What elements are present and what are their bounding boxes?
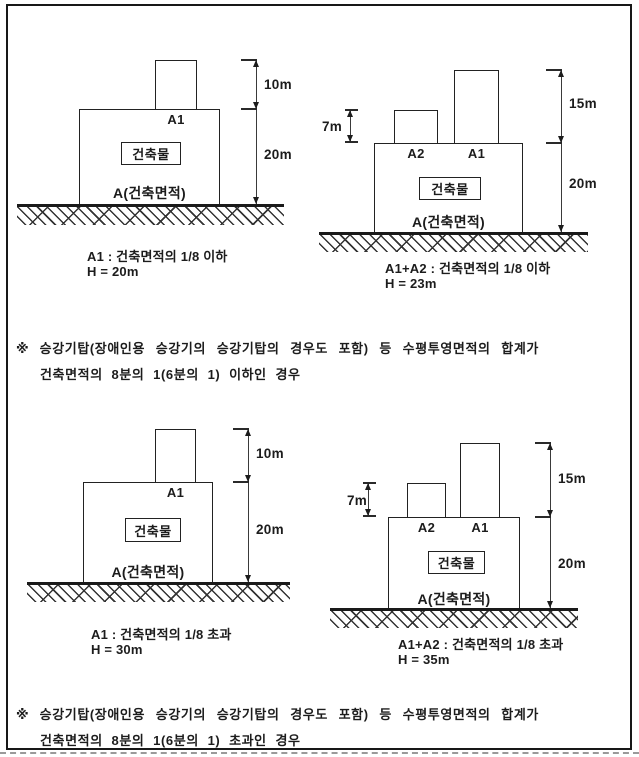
dim-arrow-down <box>347 135 353 142</box>
caption-height-line: H = 23m <box>385 276 437 291</box>
figure-frame <box>6 4 632 750</box>
caption-height-line: H = 20m <box>87 264 139 279</box>
dim-label-7m: 7m <box>347 493 368 508</box>
dim-label-tower: 10m <box>264 77 292 92</box>
dim-label-building: 20m <box>569 176 597 191</box>
dim-label-tower: 15m <box>569 96 597 111</box>
dim-arrow-up <box>365 483 371 490</box>
reference-mark: ※ <box>16 707 29 722</box>
dim-tick <box>241 59 257 61</box>
dim-arrow-up <box>245 429 251 436</box>
dim-arrow-down <box>547 601 553 608</box>
page-bottom-dashed-edge <box>0 752 639 754</box>
caption-block: A1 : 건축면적의 1/8 초과 H = 30m <box>91 627 232 657</box>
caption-rule-line: A1+A2 : 건축면적의 1/8 이하 <box>385 261 551 276</box>
dim-arrow-up <box>253 60 259 67</box>
building-name-box: 건축물 <box>121 142 181 165</box>
dim-tick <box>345 109 358 111</box>
rooftop-area-label-a2: A2 <box>407 146 425 161</box>
note-lower-line1: ※ 승강기탑(장애인용 승강기의 승강기탑의 경우도 포함) 등 수평투영면적의 … <box>16 702 628 728</box>
caption-rule-line: A1 : 건축면적의 1/8 이하 <box>87 249 228 264</box>
dim-label-building: 20m <box>256 522 284 537</box>
dim-label-tower: 10m <box>256 446 284 461</box>
rooftop-area-label-a1: A1 <box>467 146 486 161</box>
dim-tick <box>546 69 562 71</box>
rooftop-tower-a1 <box>454 70 499 144</box>
dim-tick <box>535 442 551 444</box>
dim-tick <box>241 108 257 110</box>
ground-hatch <box>319 232 588 252</box>
dim-arrow-down <box>245 575 251 582</box>
caption-rule-line: A1+A2 : 건축면적의 1/8 초과 <box>398 637 564 652</box>
note-text: 승강기탑(장애인용 승강기의 승강기탑의 경우도 포함) 등 수평투영면적의 합… <box>39 341 539 356</box>
note-upper-line1: ※ 승강기탑(장애인용 승강기의 승강기탑의 경우도 포함) 등 수평투영면적의 … <box>16 336 628 362</box>
dim-label-tower: 15m <box>558 471 586 486</box>
dim-arrow-up <box>347 110 353 117</box>
dimension-line <box>550 443 552 608</box>
note-text: 승강기탑(장애인용 승강기의 승강기탑의 경우도 포함) 등 수평투영면적의 합… <box>39 707 539 722</box>
dim-label-building: 20m <box>558 556 586 571</box>
dimension-line <box>256 60 258 204</box>
caption-height-line: H = 35m <box>398 652 450 667</box>
caption-height-line: H = 30m <box>91 642 143 657</box>
caption-block: A1 : 건축면적의 1/8 이하 H = 20m <box>87 249 228 279</box>
dim-arrow-down <box>253 102 259 109</box>
dim-arrow-up <box>558 70 564 77</box>
building-name-box: 건축물 <box>419 177 481 200</box>
rooftop-tower-a1 <box>460 443 500 518</box>
ground-hatch <box>17 204 284 225</box>
note-upper: ※ 승강기탑(장애인용 승강기의 승강기탑의 경우도 포함) 등 수평투영면적의 … <box>16 336 628 388</box>
caption-block: A1+A2 : 건축면적의 1/8 초과 H = 35m <box>398 637 563 667</box>
rooftop-tower <box>155 60 197 110</box>
dim-arrow-down <box>253 197 259 204</box>
note-lower: ※ 승강기탑(장애인용 승강기의 승강기탑의 경우도 포함) 등 수평투영면적의 … <box>16 702 628 754</box>
dim-tick <box>233 428 249 430</box>
rooftop-tower <box>155 429 196 483</box>
dim-tick <box>546 142 562 144</box>
building-area-label: A(건축면적) <box>417 591 491 607</box>
ground-hatch <box>27 582 290 602</box>
rooftop-area-label-a2: A2 <box>417 520 436 535</box>
ground-hatch <box>330 608 578 628</box>
dimension-line-7m <box>350 110 352 143</box>
dim-arrow-down <box>365 509 371 516</box>
note-upper-line2: 건축면적의 8분의 1(6분의 1) 이하인 경우 <box>40 367 301 382</box>
dim-tick <box>363 482 376 484</box>
dim-label-building: 20m <box>264 147 292 162</box>
rooftop-tower-a2 <box>407 483 446 518</box>
rooftop-tower-a2 <box>394 110 438 144</box>
building-area-label: A(건축면적) <box>111 564 185 580</box>
dimension-line <box>561 70 563 232</box>
rooftop-area-label: A1 <box>167 112 185 127</box>
rooftop-area-label: A1 <box>166 485 185 500</box>
dimension-line-7m <box>368 483 370 517</box>
dim-arrow-up <box>547 443 553 450</box>
building-name-box: 건축물 <box>125 518 181 542</box>
dim-tick <box>535 516 551 518</box>
building-name-box: 건축물 <box>428 551 485 574</box>
note-lower-line2: 건축면적의 8분의 1(6분의 1) 초과인 경우 <box>40 733 301 748</box>
reference-mark: ※ <box>16 341 29 356</box>
building-area-label: A(건축면적) <box>112 185 187 201</box>
dim-arrow-down <box>558 136 564 143</box>
caption-rule-line: A1 : 건축면적의 1/8 초과 <box>91 627 232 642</box>
dim-tick <box>233 481 249 483</box>
dim-arrow-down <box>547 510 553 517</box>
dim-label-7m: 7m <box>322 119 343 134</box>
building-area-label: A(건축면적) <box>411 214 486 230</box>
dimension-line <box>248 429 250 582</box>
caption-block: A1+A2 : 건축면적의 1/8 이하 H = 23m <box>385 261 550 291</box>
rooftop-area-label-a1: A1 <box>471 520 489 535</box>
dim-arrow-down <box>558 225 564 232</box>
dim-arrow-down <box>245 475 251 482</box>
